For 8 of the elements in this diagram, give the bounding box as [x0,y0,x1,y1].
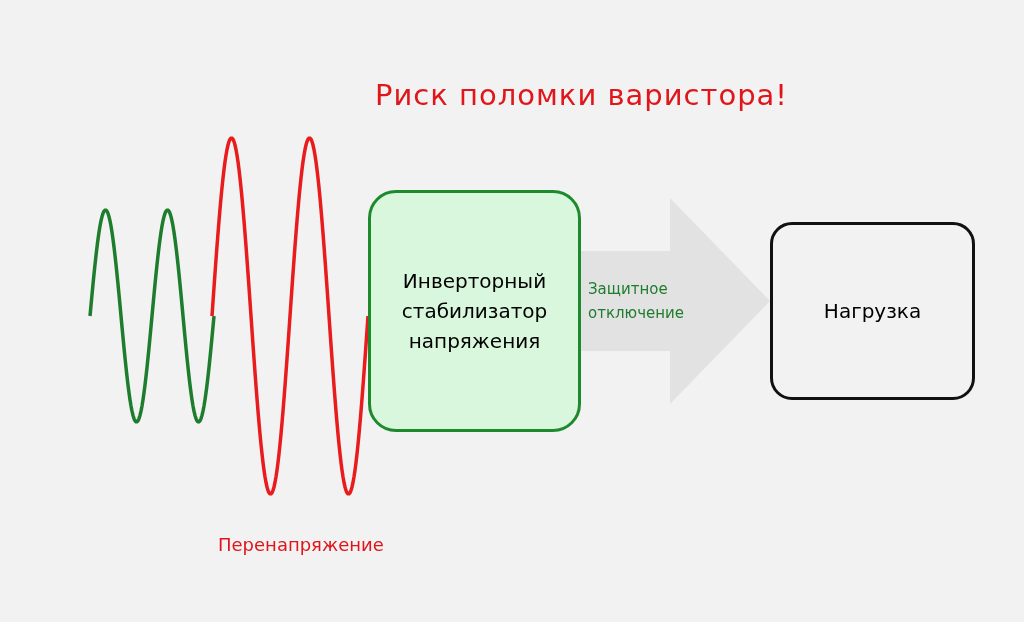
arrow [581,198,770,404]
load-box [770,222,975,400]
node-label: Нагрузка [823,298,922,325]
wave-label: Перенапряжение [218,534,384,555]
stabilizer-box [368,190,581,432]
warning-title: Риск поломки варистора! [375,78,788,112]
edge-label: Защитное отключение [588,279,686,324]
node-label: Инверторный стабилизатор напряжения [400,268,549,355]
